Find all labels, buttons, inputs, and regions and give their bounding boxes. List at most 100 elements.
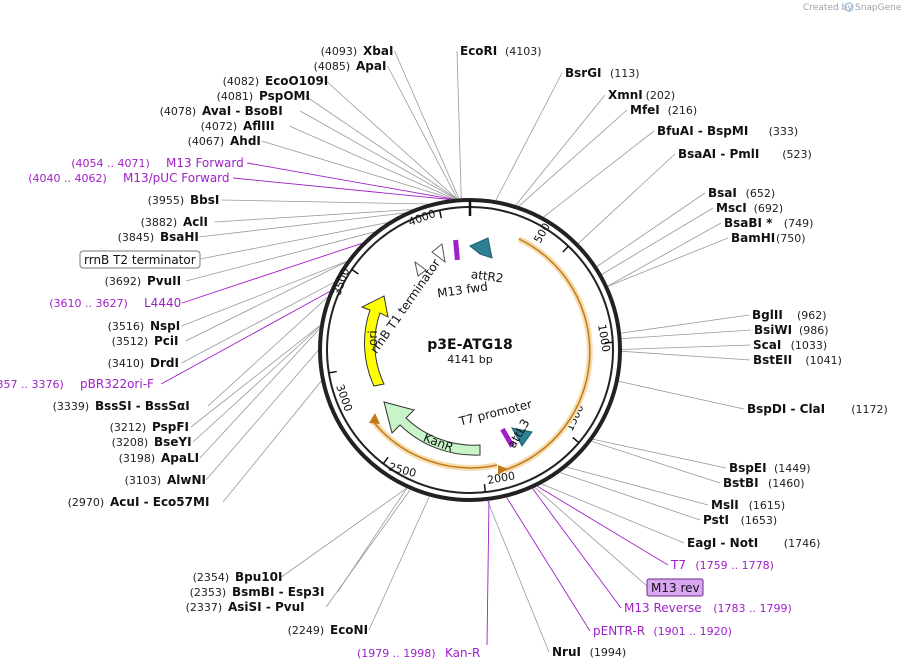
site-bglii[interactable]: BglII (962) bbox=[752, 308, 827, 322]
site-name-bbsi: BbsI bbox=[190, 193, 219, 207]
site-nspi[interactable]: NspI(3516) bbox=[108, 319, 181, 333]
ori-label: ori bbox=[366, 330, 380, 346]
site-pvuii[interactable]: PvuII(3692) bbox=[105, 274, 181, 288]
leader-nspi bbox=[181, 261, 347, 327]
site-avai[interactable]: AvaI - BsoBI (4078) bbox=[160, 104, 283, 118]
site-psti[interactable]: PstI(1653) bbox=[703, 513, 777, 527]
site-msci[interactable]: MscI(692) bbox=[716, 201, 783, 215]
primer-m13forward[interactable]: (4054 .. 4071)M13 Forward bbox=[71, 156, 244, 170]
site-bsiwi[interactable]: BsiWI(986) bbox=[754, 323, 829, 337]
site-bspei[interactable]: BspEI(1449) bbox=[729, 461, 811, 475]
site-name-bamhi: BamHI bbox=[731, 231, 775, 245]
rrnb-t2-label: rrnB T2 terminator bbox=[84, 253, 196, 267]
site-bsahi[interactable]: BsaHI(3845) bbox=[118, 230, 199, 244]
site-number-avai: (4078) bbox=[160, 105, 197, 118]
site-bsai[interactable]: BsaI(652) bbox=[708, 186, 775, 200]
site-ecori[interactable]: EcoRI(4103) bbox=[460, 44, 542, 58]
site-mfei[interactable]: MfeI(216) bbox=[630, 103, 697, 117]
t7-promoter-feature[interactable] bbox=[500, 427, 515, 448]
leader-bsrgi bbox=[495, 72, 563, 201]
rrnb-t2-box[interactable] bbox=[79, 250, 201, 269]
site-bbsi[interactable]: BbsI(3955) bbox=[148, 193, 220, 207]
site-bseyi[interactable]: BseYI(3208) bbox=[112, 435, 192, 449]
leader-bspei bbox=[592, 438, 727, 469]
site-apali[interactable]: ApaLI(3198) bbox=[119, 451, 199, 465]
site-number-bsaai: (523) bbox=[782, 148, 812, 161]
site-asisi[interactable]: AsiSI - PvuI(2337) bbox=[186, 600, 305, 614]
site-alwni[interactable]: AlwNI(3103) bbox=[125, 473, 206, 487]
primer-m13reverse[interactable]: (1783 .. 1799)M13 Reverse bbox=[624, 601, 792, 615]
site-pcii[interactable]: PciI(3512) bbox=[112, 334, 179, 348]
m13fwd-feature[interactable] bbox=[453, 239, 460, 261]
primer-name-kanr: Kan-R bbox=[445, 646, 480, 660]
site-msli[interactable]: MslI(1615) bbox=[711, 498, 785, 512]
site-bamhi[interactable]: BamHI(750) bbox=[731, 231, 806, 245]
primer-name-m13reverse: M13 Reverse bbox=[624, 601, 702, 615]
primer-kanr[interactable]: (1979 .. 1998)Kan-R bbox=[357, 646, 480, 660]
primer-t7[interactable]: (1759 .. 1778)T7 bbox=[670, 558, 774, 572]
site-apai[interactable]: ApaI(4085) bbox=[314, 59, 387, 73]
primer-l4440[interactable]: (3610 .. 3627)L4440 bbox=[49, 296, 181, 310]
site-ahdi[interactable]: AhdI(4067) bbox=[188, 134, 261, 148]
site-number-pcii: (3512) bbox=[112, 335, 149, 348]
site-name-avai: AvaI - BsoBI bbox=[202, 104, 283, 118]
site-bsrgi[interactable]: BsrGI(113) bbox=[565, 66, 640, 80]
site-name-acui: AcuI - Eco57MI bbox=[110, 495, 209, 509]
site-bpu10i[interactable]: Bpu10I(2354) bbox=[193, 570, 283, 584]
terminator-small-arrow-icon bbox=[414, 260, 427, 277]
attl3-feature[interactable] bbox=[511, 427, 533, 447]
site-xbai[interactable]: XbaI (4093) bbox=[321, 44, 394, 58]
tick-label-3000: 3000 bbox=[333, 383, 355, 414]
ori-feature[interactable] bbox=[360, 295, 389, 387]
site-nrui[interactable]: NruI(1994) bbox=[552, 645, 626, 659]
site-scai[interactable]: ScaI(1033) bbox=[753, 338, 827, 352]
leader-xmni bbox=[515, 94, 606, 206]
site-ecoo109i[interactable]: EcoO109I(4082) bbox=[223, 74, 329, 88]
leader-bsabi bbox=[607, 222, 722, 287]
site-drdi[interactable]: DrdI(3410) bbox=[108, 356, 179, 370]
site-bsabi[interactable]: BsaBI *(749) bbox=[724, 216, 813, 230]
site-acui[interactable]: AcuI - Eco57MI(2970) bbox=[68, 495, 210, 509]
site-bsteii[interactable]: BstEII(1041) bbox=[753, 353, 842, 367]
primer-leader-m13forward bbox=[247, 162, 452, 200]
site-bstbi[interactable]: BstBI(1460) bbox=[723, 476, 805, 490]
primer-leader-t7 bbox=[537, 485, 669, 566]
kanr-feature[interactable] bbox=[383, 401, 481, 456]
site-number-bamhi: (750) bbox=[776, 232, 806, 245]
site-number-bglii: (962) bbox=[797, 309, 827, 322]
site-name-xbai: XbaI bbox=[363, 44, 393, 58]
site-name-mfei: MfeI bbox=[630, 103, 660, 117]
attr2-feature[interactable] bbox=[469, 237, 493, 259]
site-bsmbi[interactable]: BsmBI - Esp3I(2353) bbox=[190, 585, 325, 599]
site-afliii[interactable]: AflIII(4072) bbox=[201, 119, 275, 133]
leader-avai bbox=[300, 110, 456, 200]
site-bfuai[interactable]: BfuAI - BspMI(333) bbox=[657, 124, 798, 138]
site-bspdi[interactable]: BspDI - ClaI(1172) bbox=[747, 402, 888, 416]
primer-range-t7: (1759 .. 1778) bbox=[695, 559, 774, 572]
tick-2000 bbox=[483, 484, 487, 493]
site-xmni[interactable]: XmnI(202) bbox=[608, 88, 675, 102]
site-acli[interactable]: AclI(3882) bbox=[141, 215, 208, 229]
primer-m13pucforward[interactable]: (4040 .. 4062)M13/pUC Forward bbox=[28, 171, 229, 185]
site-econi[interactable]: EcoNI(2249) bbox=[288, 623, 368, 637]
site-bsaai[interactable]: BsaAI - PmlI(523) bbox=[678, 147, 812, 161]
tick-2500 bbox=[382, 456, 389, 465]
site-bsssi[interactable]: BssSI - BssSαI(3339) bbox=[53, 399, 190, 413]
site-name-bsai: BsaI bbox=[708, 186, 737, 200]
site-name-msli: MslI bbox=[711, 498, 739, 512]
site-eagi[interactable]: EagI - NotI(1746) bbox=[687, 536, 820, 550]
primer-name-pentr: pENTR-R bbox=[593, 624, 645, 638]
site-name-bglii: BglII bbox=[752, 308, 783, 322]
primer-name-pbr322ori: pBR322ori-F bbox=[80, 377, 154, 391]
site-pspomi[interactable]: PspOMI(4081) bbox=[217, 89, 310, 103]
primer-leader-m13reverse bbox=[532, 488, 622, 609]
primer-pentr[interactable]: (1901 .. 1920)pENTR-R bbox=[593, 624, 732, 638]
leader-apali bbox=[199, 328, 320, 459]
m13rev-box[interactable] bbox=[646, 578, 704, 597]
site-pspfi[interactable]: PspFI(3212) bbox=[110, 420, 189, 434]
site-number-xbai: (4093) bbox=[321, 45, 358, 58]
primer-pbr322ori[interactable]: (3357 .. 3376)pBR322ori-F bbox=[0, 377, 154, 391]
site-number-acli: (3882) bbox=[141, 216, 178, 229]
site-name-apai: ApaI bbox=[356, 59, 386, 73]
plasmid-name: p3E-ATG18 bbox=[427, 337, 512, 353]
